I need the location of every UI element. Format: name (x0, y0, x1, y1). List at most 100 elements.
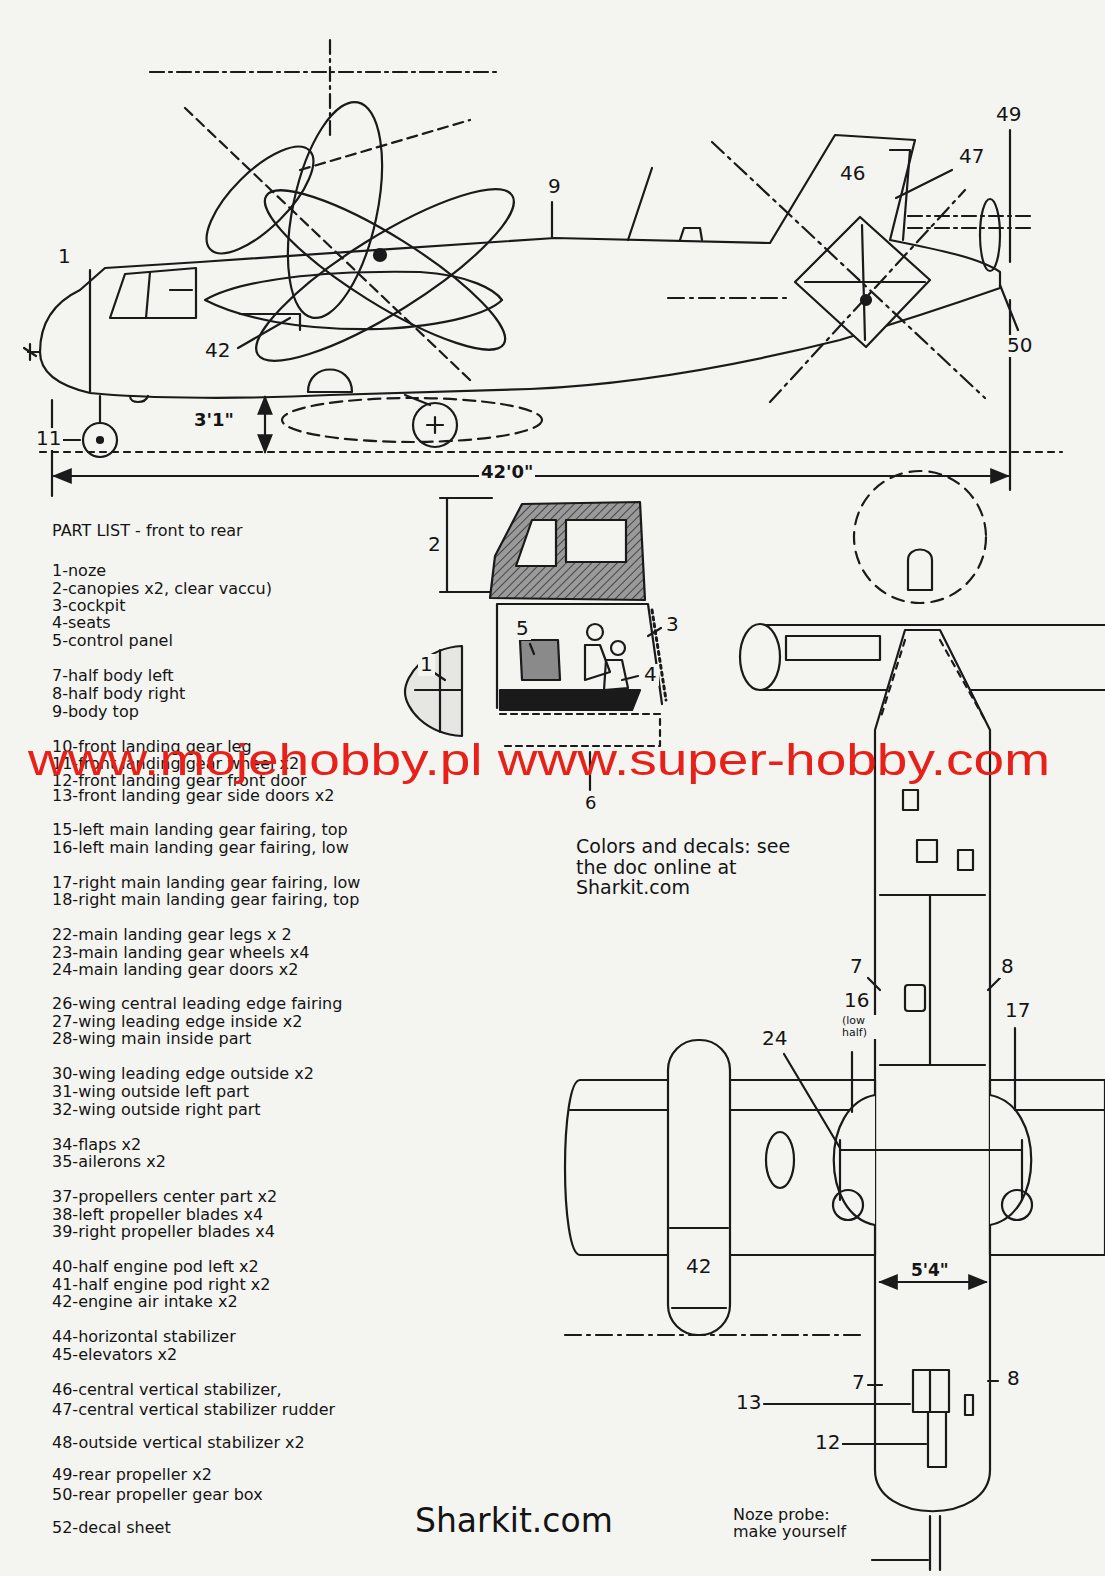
side-view-line (427, 417, 443, 433)
callout-number: 1 (418, 654, 435, 676)
part-list-item: 28-wing main inside part (52, 1030, 251, 1047)
cockpit-detail-line (490, 502, 645, 600)
side-view-line (146, 272, 192, 318)
side-view-line (24, 344, 40, 360)
top-view-line (786, 636, 880, 660)
part-list-item: 41-half engine pod right x2 (52, 1276, 270, 1293)
callout-number: 46 (838, 163, 867, 185)
top-view-line (965, 1395, 973, 1415)
part-list-item: 24-main landing gear doors x2 (52, 961, 298, 978)
part-list-item: 27-wing leading edge inside x2 (52, 1013, 302, 1030)
cockpit-detail-line (500, 690, 640, 710)
part-list-item: 7-half body left (52, 667, 174, 684)
callout-number: 9 (546, 176, 563, 198)
part-list-item: 40-half engine pod left x2 (52, 1258, 259, 1275)
dimension-label: 42'0" (479, 462, 535, 481)
callout-number: 6 (583, 793, 598, 812)
callout-number: 2 (426, 534, 443, 556)
side-view-line (238, 318, 290, 348)
part-list-item: 23-main landing gear wheels x4 (52, 944, 309, 961)
part-list-item: 34-flaps x2 (52, 1136, 141, 1153)
top-view-line (851, 1052, 853, 1112)
side-view-line (308, 370, 352, 393)
part-list-item: 26-wing central leading edge fairing (52, 995, 342, 1012)
side-view-line (264, 397, 266, 452)
cockpit-detail-line (604, 660, 628, 690)
top-view-line (930, 1516, 940, 1570)
side-view-line (1009, 130, 1011, 262)
top-view-line (766, 1132, 794, 1188)
part-list-item: 45-elevators x2 (52, 1346, 177, 1363)
top-view-line (840, 1443, 926, 1445)
callout-number: 11 (34, 428, 63, 450)
part-list-item: 44-horizontal stabilizer (52, 1328, 236, 1345)
callout-number: 50 (1005, 335, 1034, 357)
part-list-item: 5-control panel (52, 632, 173, 649)
side-view-line (97, 437, 103, 443)
callout-number: 42 (684, 1256, 713, 1278)
side-view-line (282, 398, 542, 442)
part-list-item: 17-right main landing gear fairing, low (52, 874, 360, 891)
callout-number: 3 (664, 614, 681, 636)
cockpit-detail-line (433, 672, 445, 680)
part-list-item: 9-body top (52, 703, 139, 720)
callout-number: 13 (734, 1392, 763, 1414)
top-view-line (917, 840, 937, 862)
part-list-item: 37-propellers center part x2 (52, 1188, 277, 1205)
side-view-line (89, 270, 91, 392)
part-list-item: 15-left main landing gear fairing, top (52, 821, 348, 838)
part-list-item: 46-central vertical stabilizer, (52, 1381, 282, 1398)
dimension-label: 5'4" (909, 1261, 951, 1279)
cockpit-detail-line (516, 520, 556, 566)
part-list-item: 13-front landing gear side doors x2 (52, 787, 334, 804)
part-list-item: 31-wing outside left part (52, 1083, 249, 1100)
side-view-line (374, 249, 386, 261)
callout-number: 8 (999, 956, 1016, 978)
callout-number: 49 (994, 104, 1023, 126)
cockpit-detail-line (530, 644, 534, 654)
side-view-line (405, 395, 430, 405)
part-list-item: 39-right propeller blades x4 (52, 1223, 275, 1240)
side-view-line (130, 396, 148, 402)
top-view-line (903, 790, 918, 810)
side-view-line (805, 225, 925, 340)
callout-note: (low half) (840, 1015, 886, 1039)
side-view-line (191, 131, 330, 270)
part-list-item: 47-central vertical stabilizer rudder (52, 1401, 335, 1418)
side-view-line (40, 451, 1062, 453)
top-view-line (990, 1095, 1031, 1225)
side-view (24, 40, 1062, 496)
top-view-line (1014, 1028, 1016, 1110)
side-view-line (52, 300, 1010, 496)
callout-number: 12 (813, 1432, 842, 1454)
part-list-item: 16-left main landing gear fairing, low (52, 839, 349, 856)
cockpit-detail-line (611, 641, 625, 655)
side-view-line (551, 202, 553, 237)
top-view (565, 471, 1105, 1570)
top-view-line (740, 624, 780, 690)
top-view-line (565, 1334, 860, 1336)
callout-number: 7 (848, 956, 865, 978)
side-view-line (668, 297, 790, 299)
top-view-line (868, 1381, 998, 1385)
side-view-line (185, 108, 470, 380)
part-list-item: 52-decal sheet (52, 1519, 171, 1536)
callout-number: 47 (957, 146, 986, 168)
callout-number: 16 (842, 990, 871, 1012)
part-list-item: 8-half body right (52, 685, 185, 702)
part-list-item: 4-seats (52, 614, 111, 631)
side-view-line (680, 228, 702, 240)
side-view-line (99, 396, 101, 423)
cockpit-detail-line (520, 640, 560, 680)
top-view-line (868, 978, 1000, 990)
part-list-item: 38-left propeller blades x4 (52, 1206, 263, 1223)
top-view-line (913, 1370, 949, 1412)
list-heading: PART LIST - front to rear (52, 522, 243, 539)
side-view-line (110, 268, 196, 318)
top-view-line (1002, 1190, 1032, 1220)
part-list-item: 35-ailerons x2 (52, 1153, 166, 1170)
top-view-line (929, 1370, 931, 1412)
top-view-line (928, 1412, 946, 1467)
callout-number: 24 (760, 1028, 789, 1050)
